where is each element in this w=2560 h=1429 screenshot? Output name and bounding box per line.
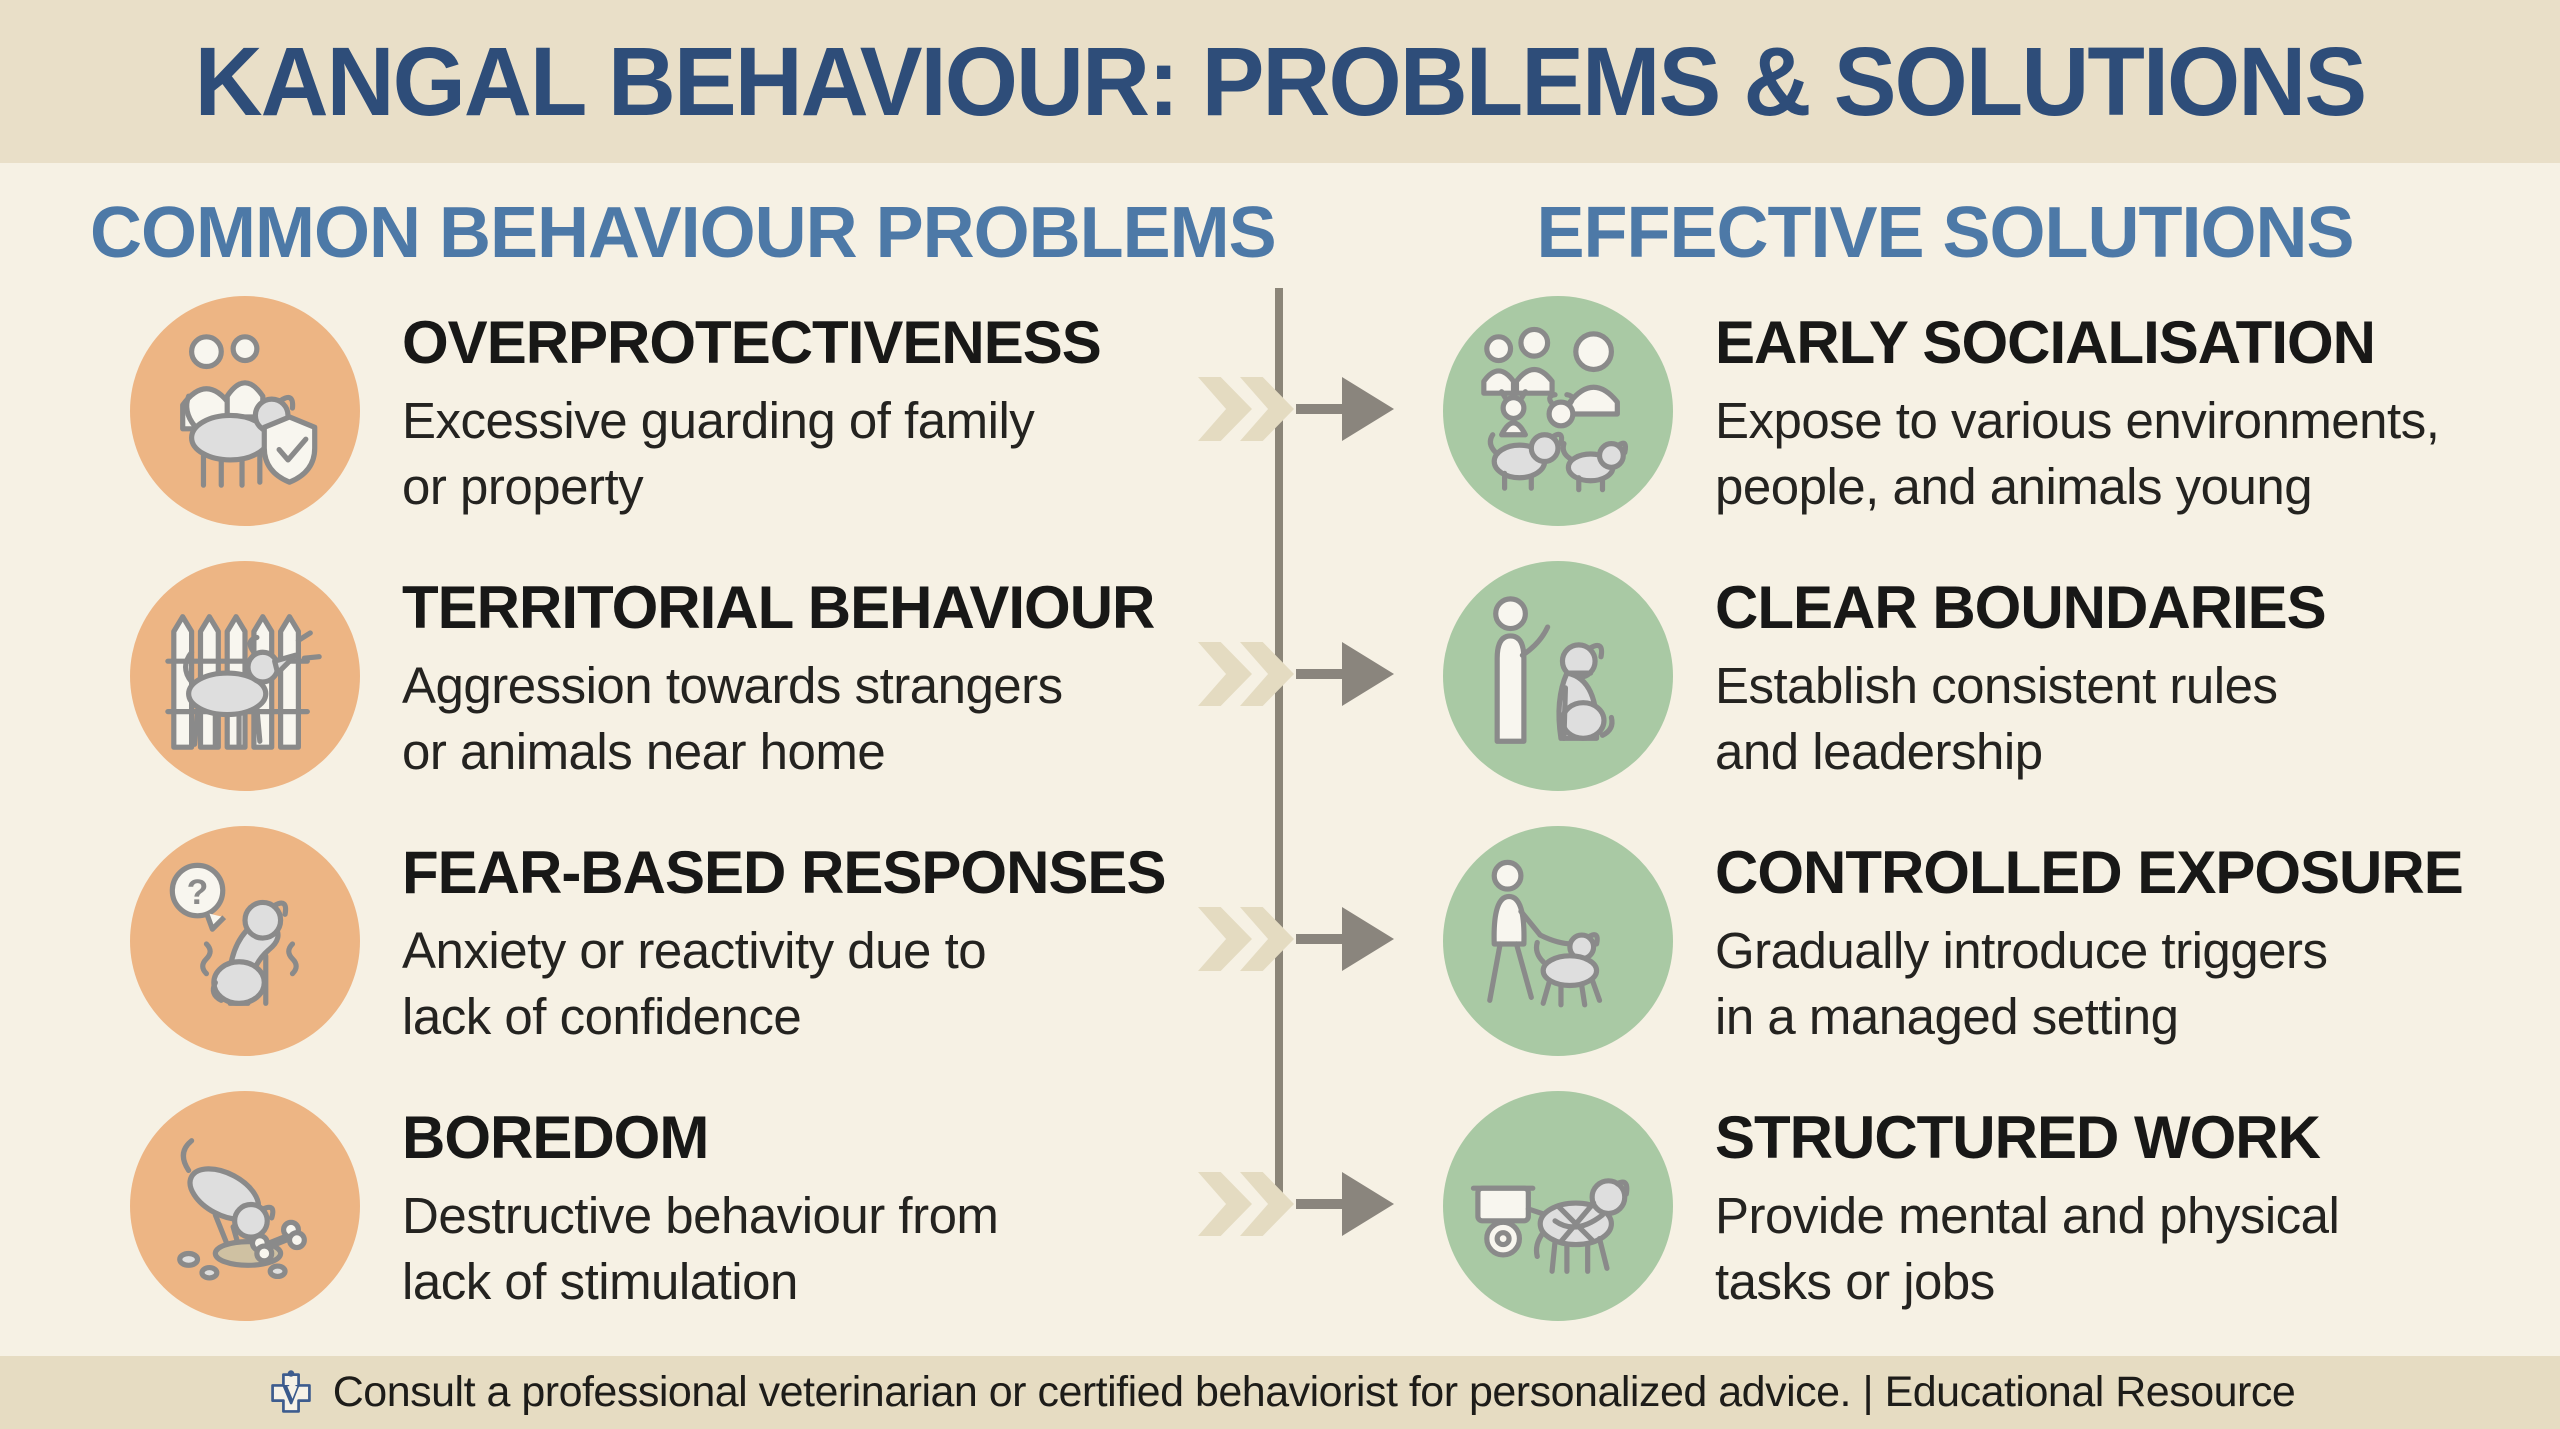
- solution-row-socialisation: EARLY SOCIALISATION Expose to various en…: [1443, 296, 2553, 541]
- problem-row-overprotectiveness: OVERPROTECTIVENESS Excessive guarding of…: [130, 296, 1320, 541]
- problem-title: BOREDOM: [402, 1104, 709, 1171]
- header-band: KANGAL BEHAVIOUR: PROBLEMS & SOLUTIONS: [0, 0, 2560, 163]
- problem-description: Aggression towards strangers or animals …: [402, 657, 1063, 780]
- arrow-head-icon: [1342, 1172, 1394, 1236]
- solution-row-exposure: CONTROLLED EXPOSURE Gradually introduce …: [1443, 826, 2553, 1071]
- problem-title: TERRITORIAL BEHAVIOUR: [402, 574, 1155, 641]
- icon-badge: [1443, 296, 1673, 526]
- footer-band: V Consult a professional veterinarian or…: [0, 1356, 2560, 1429]
- svg-text:V: V: [281, 1379, 302, 1410]
- problem-description: Anxiety or reactivity due to lack of con…: [402, 922, 987, 1045]
- icon-badge: [130, 296, 360, 526]
- solution-title: STRUCTURED WORK: [1715, 1104, 2321, 1171]
- solution-description: Expose to various environments, people, …: [1715, 392, 2440, 515]
- icon-badge: [1443, 1091, 1673, 1321]
- fence-barking-dog-icon: [165, 614, 322, 750]
- anxious-dog-question-icon: ?: [169, 862, 299, 1006]
- solution-row-structured-work: STRUCTURED WORK Provide mental and physi…: [1443, 1091, 2553, 1336]
- arrow-shaft: [1296, 934, 1342, 944]
- page-title: KANGAL BEHAVIOUR: PROBLEMS & SOLUTIONS: [194, 26, 2368, 136]
- solution-title: CLEAR BOUNDARIES: [1715, 574, 2327, 641]
- problem-row-boredom: BOREDOM Destructive behaviour from lack …: [130, 1091, 1320, 1336]
- icon-badge: [130, 561, 360, 791]
- dog-pulling-cart-icon: [1470, 1178, 1630, 1274]
- problem-row-fear: ? FEAR-BASED RESPONSES Anxiety or reacti…: [130, 826, 1320, 1071]
- arrow-head-icon: [1342, 907, 1394, 971]
- people-and-puppies-icon: [1481, 326, 1629, 493]
- arrow-shaft: [1296, 404, 1342, 414]
- problem-to-solution-arrow-icon: [1198, 377, 1394, 441]
- family-dog-shield-icon: [180, 334, 318, 488]
- icon-badge: [130, 1091, 360, 1321]
- problem-title: FEAR-BASED RESPONSES: [402, 839, 1166, 906]
- trainer-sitting-dog-icon: [1493, 596, 1615, 744]
- svg-text:?: ?: [187, 872, 209, 912]
- solutions-column-heading: EFFECTIVE SOLUTIONS: [1536, 193, 2354, 273]
- icon-badge: [1443, 826, 1673, 1056]
- solution-description: Establish consistent rules and leadershi…: [1715, 657, 2278, 780]
- problem-to-solution-arrow-icon: [1198, 642, 1394, 706]
- problem-description: Excessive guarding of family or property: [402, 392, 1035, 515]
- problem-to-solution-arrow-icon: [1198, 1172, 1394, 1236]
- solution-title: CONTROLLED EXPOSURE: [1715, 839, 2464, 906]
- solution-description: Provide mental and physical tasks or job…: [1715, 1187, 2340, 1310]
- arrow-shaft: [1296, 1199, 1342, 1209]
- solution-description: Gradually introduce triggers in a manage…: [1715, 922, 2328, 1045]
- veterinary-cross-icon: V: [270, 1369, 311, 1413]
- problem-title: OVERPROTECTIVENESS: [402, 309, 1102, 376]
- problem-to-solution-arrow-icon: [1198, 907, 1394, 971]
- icon-badge: [1443, 561, 1673, 791]
- arrow-shaft: [1296, 669, 1342, 679]
- divider-line: [1275, 288, 1283, 1206]
- problem-row-territorial: TERRITORIAL BEHAVIOUR Aggression towards…: [130, 561, 1320, 806]
- solution-row-boundaries: CLEAR BOUNDARIES Establish consistent ru…: [1443, 561, 2553, 806]
- icon-badge: ?: [130, 826, 360, 1056]
- problem-description: Destructive behaviour from lack of stimu…: [402, 1187, 999, 1310]
- arrow-head-icon: [1342, 642, 1394, 706]
- problems-column-heading: COMMON BEHAVIOUR PROBLEMS: [90, 193, 1277, 273]
- digging-dog-bone-icon: [177, 1138, 307, 1281]
- leash-walking-icon: [1487, 859, 1603, 1008]
- solution-title: EARLY SOCIALISATION: [1715, 309, 2376, 376]
- footer-disclaimer: Consult a professional veterinarian or c…: [332, 1368, 2296, 1416]
- arrow-head-icon: [1342, 377, 1394, 441]
